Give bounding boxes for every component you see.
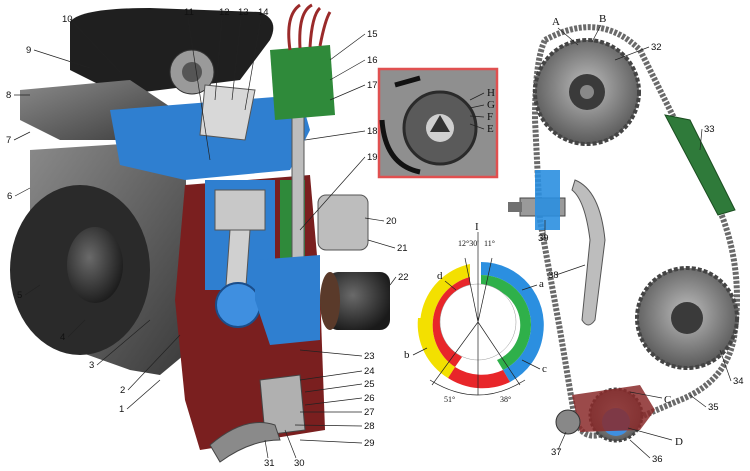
part-label-17: 17 (367, 80, 378, 91)
part-label-14: 14 (258, 7, 269, 18)
chain-label-D: D (675, 436, 683, 448)
angle-38: 38° (500, 395, 511, 404)
leader-lines (13, 17, 732, 459)
part-label-35: 35 (708, 402, 719, 413)
valve-cover (70, 8, 274, 95)
part-label-5: 5 (17, 290, 22, 301)
segment-label-c: c (542, 363, 547, 375)
ignition-wires (287, 3, 332, 51)
part-label-20: 20 (386, 216, 397, 227)
chain-label-C: C (664, 394, 671, 406)
part-number-labels: 1 2 3 4 5 6 7 8 9 10 11 12 13 14 15 16 1… (6, 7, 744, 469)
rocker-area (199, 84, 256, 141)
chain-label-A: A (552, 16, 560, 28)
starter-motor (67, 227, 123, 303)
chain-damper (571, 179, 606, 326)
timing-segment-yellow-left (417, 318, 455, 378)
part-label-23: 23 (364, 351, 375, 362)
fuel-pump (317, 194, 369, 251)
valve-timing-diagram: I 12°30' 11° 51° 38° a b c d (404, 221, 547, 404)
part-label-38: 38 (548, 270, 559, 281)
chain-tensioner (508, 170, 566, 230)
part-label-34: 34 (733, 376, 744, 387)
angle-11: 11° (484, 239, 495, 248)
oil-filter (328, 272, 390, 330)
part-label-39: 39 (538, 233, 549, 244)
part-label-22: 22 (398, 272, 409, 283)
chain-label-B: B (599, 13, 606, 25)
oil-pickup (209, 422, 281, 463)
part-label-2: 2 (120, 385, 125, 396)
inset-label-H: H (487, 87, 495, 99)
part-label-26: 26 (364, 393, 375, 404)
inset-belt (379, 75, 421, 175)
timing-segment-red-bottom (448, 367, 510, 389)
part-label-12: 12 (219, 7, 230, 18)
part-label-21: 21 (397, 243, 408, 254)
cylinder-head-coolant (110, 95, 310, 180)
inset-label-F: F (487, 111, 493, 123)
part-label-11: 11 (184, 7, 194, 18)
timing-chain (531, 24, 740, 439)
distributor-cap (270, 45, 335, 120)
oil-gallery (255, 255, 320, 345)
piston (214, 189, 266, 231)
part-label-19: 19 (367, 152, 378, 163)
timing-chain-assembly: A B C D (508, 13, 740, 448)
part-label-15: 15 (367, 29, 378, 40)
oil-pump (259, 374, 306, 436)
crankshaft-journal (215, 282, 261, 328)
tdc-label: I (475, 221, 479, 233)
timing-segment-blue-low (503, 335, 543, 382)
engine-cutaway (10, 3, 390, 463)
part-label-29: 29 (364, 438, 375, 449)
part-label-30: 30 (294, 458, 305, 469)
part-label-27: 27 (364, 407, 375, 418)
angle-12-30: 12°30' (458, 239, 479, 248)
inset-label-G: G (487, 99, 495, 111)
part-label-25: 25 (364, 379, 375, 390)
part-label-4: 4 (60, 332, 65, 343)
timing-segment-red-top (432, 277, 470, 367)
segment-label-d: d (437, 270, 443, 282)
part-label-37: 37 (551, 447, 562, 458)
segment-label-a: a (539, 278, 544, 290)
timing-segment-green (481, 275, 532, 370)
part-label-32: 32 (651, 42, 662, 53)
timing-segment-a-outer (481, 262, 544, 335)
part-label-10: 10 (62, 14, 73, 25)
part-label-16: 16 (367, 55, 378, 66)
part-label-36: 36 (652, 454, 663, 465)
part-label-3: 3 (89, 360, 94, 371)
part-label-9: 9 (26, 45, 31, 56)
part-label-31: 31 (264, 458, 275, 469)
part-label-8: 8 (6, 90, 11, 101)
part-label-7: 7 (6, 135, 11, 146)
distributor-shaft (291, 99, 305, 261)
chain-tensioner-shoe (664, 114, 736, 216)
part-label-13: 13 (238, 7, 249, 18)
part-label-1: 1 (119, 404, 124, 415)
crankshaft-seal-housing (572, 385, 655, 432)
timing-mark-inset: H G F E (377, 67, 499, 179)
segment-label-b: b (404, 349, 410, 361)
part-label-33: 33 (704, 124, 715, 135)
part-label-28: 28 (364, 421, 375, 432)
part-label-24: 24 (364, 366, 375, 377)
inset-label-E: E (487, 123, 494, 135)
part-label-6: 6 (7, 191, 12, 202)
angle-51: 51° (444, 395, 455, 404)
part-label-18: 18 (367, 126, 378, 137)
